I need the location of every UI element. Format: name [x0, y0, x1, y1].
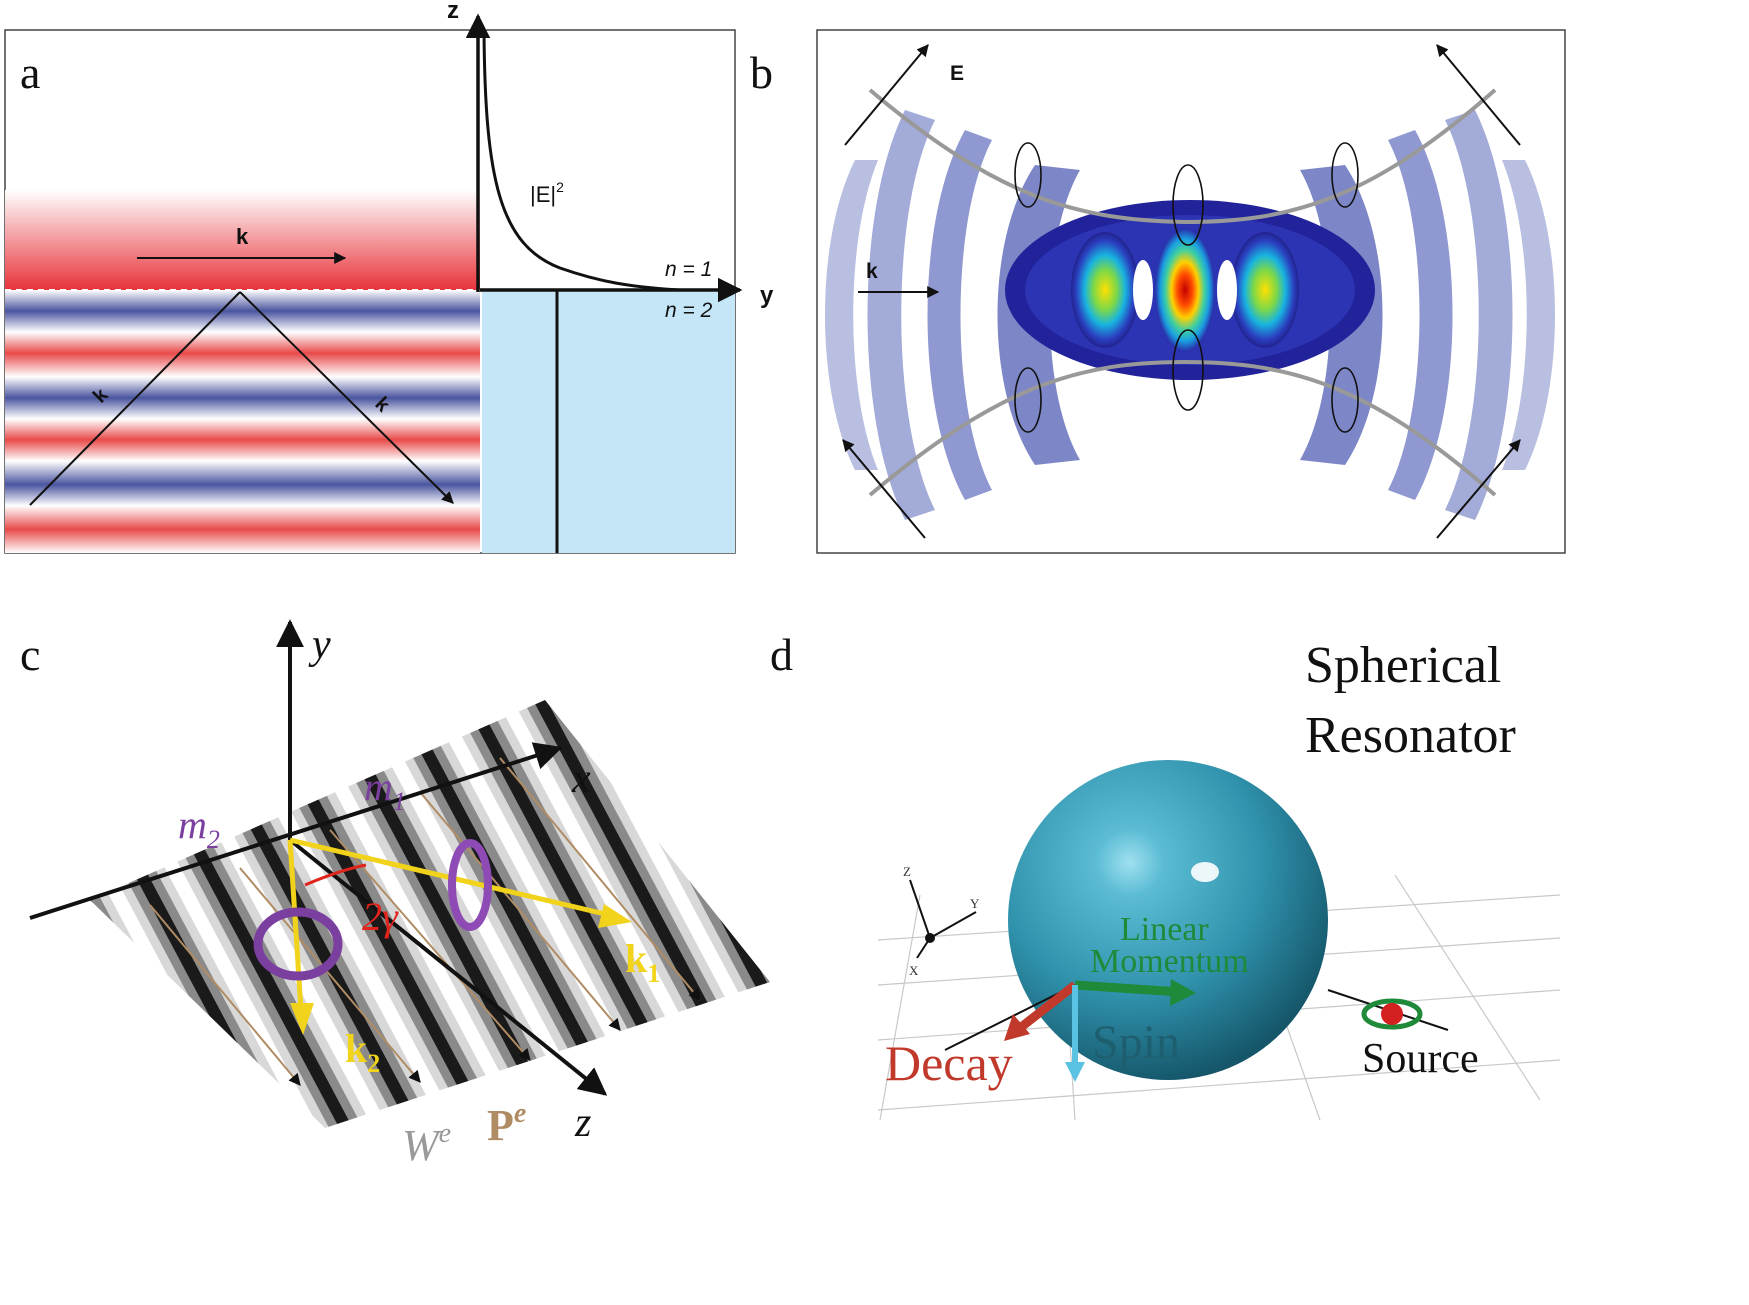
k2-vector [287, 839, 305, 1026]
panel-a-label: a [20, 47, 40, 98]
decay-direction-line [944, 984, 1076, 1051]
e-label: E [950, 62, 964, 85]
sphere-highlight [1191, 862, 1219, 882]
triad-x-label: X [909, 963, 919, 978]
z-axis-label: z [447, 0, 459, 24]
coordinate-triad [909, 879, 977, 959]
spin-label: Spin [1092, 1016, 1180, 1069]
n1-label: n = 1 [665, 258, 712, 281]
decay-arrow [1017, 981, 1078, 1032]
k2-arrowhead [290, 1003, 314, 1035]
k-reflected-arrow [239, 291, 454, 504]
e-arrow-top-left [844, 44, 929, 146]
title-line-1: Spherical [1305, 637, 1501, 694]
panel-b: b [750, 29, 1566, 554]
z-axis-c [288, 838, 608, 1096]
source-dipole [1381, 1003, 1403, 1025]
k1-arrowhead [598, 904, 632, 928]
x-axis-c [29, 742, 563, 920]
outer-fringes [825, 110, 1555, 520]
k-label-b: k [866, 260, 878, 283]
decay-label: Decay [885, 1035, 1013, 1091]
central-hotspot [1155, 228, 1215, 352]
linear-momentum-line-2: Momentum [1090, 943, 1249, 980]
e-arrow-top-right [1436, 44, 1521, 146]
linear-momentum-arrowhead [1170, 979, 1196, 1006]
central-hotspot-field [1005, 200, 1375, 380]
right-lobe [1231, 232, 1299, 348]
left-lobe [1071, 232, 1139, 348]
spherical-resonator [1008, 760, 1328, 1080]
k1-label: k1 [625, 936, 660, 988]
linear-momentum-line-1: Linear [1120, 911, 1209, 948]
spin-arrowhead [1065, 1062, 1085, 1082]
evanescent-field [5, 190, 480, 290]
y-axis-label: y [760, 282, 774, 309]
angle-label: 2γ [362, 894, 399, 939]
panel-d: d Spherical Resonator Z Y X [770, 629, 1561, 1121]
y-axis-c-label: y [308, 622, 331, 668]
decay-arrowhead [1004, 1014, 1030, 1041]
x-axis-c-label: x [571, 756, 591, 802]
lower-beam-envelope [868, 359, 1497, 497]
k-top-label: k [236, 224, 249, 249]
polarization-rotation-marks [1014, 142, 1359, 433]
upper-beam-envelope [868, 88, 1497, 225]
glass-substrate [482, 290, 735, 553]
striped-plane [90, 700, 770, 1128]
panel-a: a z y |E|2 k k k n = 1 n = 2 [4, 0, 774, 554]
panel-b-label: b [750, 47, 773, 98]
poynting-arrows [149, 757, 701, 1086]
z-axis-c-label: z [574, 1100, 591, 1146]
intensity-decay-curve [482, 29, 681, 292]
panel-c-label: c [20, 629, 40, 680]
n2-label: n = 2 [665, 299, 713, 322]
e-arrow-bottom-left [842, 439, 926, 539]
linear-momentum-arrow [1074, 980, 1181, 997]
panel-d-label: d [770, 629, 793, 680]
source-label: Source [1362, 1036, 1479, 1082]
m1-spin-loop [448, 839, 492, 931]
panel-c: c y x z m1 m2 2γ k1 k2 We Pe [20, 619, 770, 1170]
pe-label: Pe [487, 1098, 526, 1150]
angle-arc [304, 863, 367, 887]
source-orbit [1361, 998, 1423, 1030]
intensity-label: |E|2 [530, 179, 564, 207]
m2-label: m2 [178, 802, 220, 854]
m2-spin-loop [253, 907, 343, 981]
we-label: We [402, 1118, 451, 1170]
k2-label: k2 [345, 1026, 380, 1078]
triad-y-label: Y [970, 896, 980, 911]
triad-z-label: Z [903, 864, 911, 879]
m1-label: m1 [364, 764, 406, 816]
e-arrow-bottom-right [1436, 439, 1521, 539]
title-line-2: Resonator [1305, 707, 1516, 764]
standing-wave-region [5, 290, 480, 553]
k-incident-arrow [29, 291, 241, 506]
